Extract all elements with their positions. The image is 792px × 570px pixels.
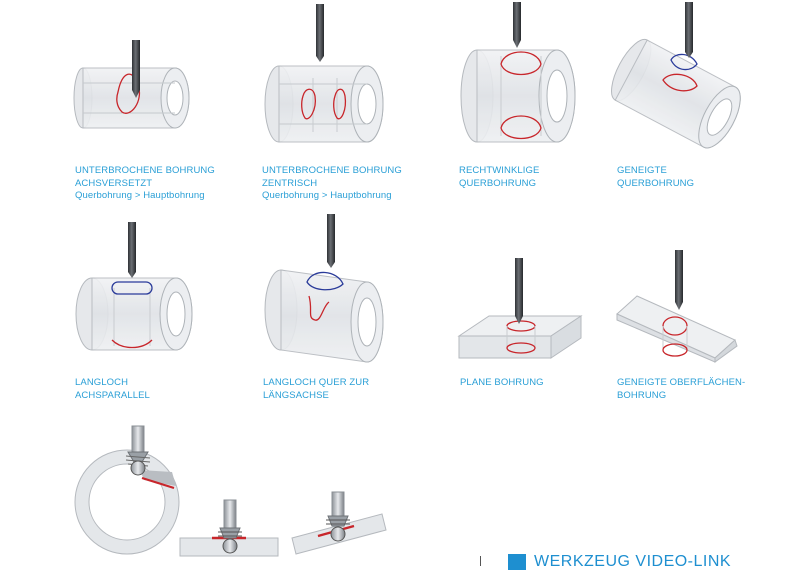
- video-link-label[interactable]: WERKZEUG VIDEO-LINK: [534, 553, 732, 570]
- caption: GENEIGTE OBERFLÄCHEN- BOHRUNG: [617, 377, 746, 401]
- video-link-square-icon: [508, 554, 526, 570]
- caption: UNTERBROCHENE BOHRUNG ZENTRISCH Querbohr…: [262, 165, 402, 201]
- item-unterbrochene-zentrisch: UNTERBROCHENE BOHRUNG ZENTRISCH Querbohr…: [257, 0, 437, 205]
- plane-bore-illustration: [457, 258, 583, 359]
- caption: UNTERBROCHENE BOHRUNG ACHSVERSETZT Querb…: [75, 165, 215, 201]
- slot-axis-parallel-illustration: [75, 222, 193, 351]
- item-geneigte-querbohrung: GENEIGTE QUERBOHRUNG: [611, 0, 763, 205]
- caption: GENEIGTE QUERBOHRUNG: [617, 165, 695, 189]
- item-langloch-quer: LANGLOCH QUER ZUR LÄNGSACHSE: [257, 210, 437, 410]
- caption: LANGLOCH ACHSPARALLEL: [75, 377, 150, 401]
- caption: PLANE BOHRUNG: [460, 377, 544, 388]
- perpendicular-cross-bore-illustration: [460, 2, 576, 143]
- inclined-cross-bore-illustration: [611, 2, 741, 149]
- video-link[interactable]: WERKZEUG VIDEO-LINK: [508, 553, 732, 570]
- cross-bore-centric-illustration: [264, 4, 384, 143]
- item-unterbrochene-achsversetzt: UNTERBROCHENE BOHRUNG ACHSVERSETZT Querb…: [70, 0, 240, 205]
- inclined-surface-bore-illustration: [616, 250, 738, 363]
- item-geneigte-oberflaechen-bohrung: GENEIGTE OBERFLÄCHEN- BOHRUNG: [613, 210, 773, 410]
- item-rechtwinklige-querbohrung: RECHTWINKLIGE QUERBOHRUNG: [455, 0, 605, 205]
- caption: LANGLOCH QUER ZUR LÄNGSACHSE: [263, 377, 370, 401]
- item-plane-bohrung: PLANE BOHRUNG: [455, 210, 605, 410]
- slot-transverse-illustration: [264, 214, 384, 363]
- deburring-ring-illustration: [72, 420, 392, 564]
- caption: RECHTWINKLIGE QUERBOHRUNG: [459, 165, 540, 189]
- ring-tool-svg: [74, 425, 387, 557]
- cross-bore-offset-illustration: [73, 40, 190, 129]
- divider-tick: [480, 556, 481, 566]
- item-langloch-achsparallel: LANGLOCH ACHSPARALLEL: [70, 210, 240, 410]
